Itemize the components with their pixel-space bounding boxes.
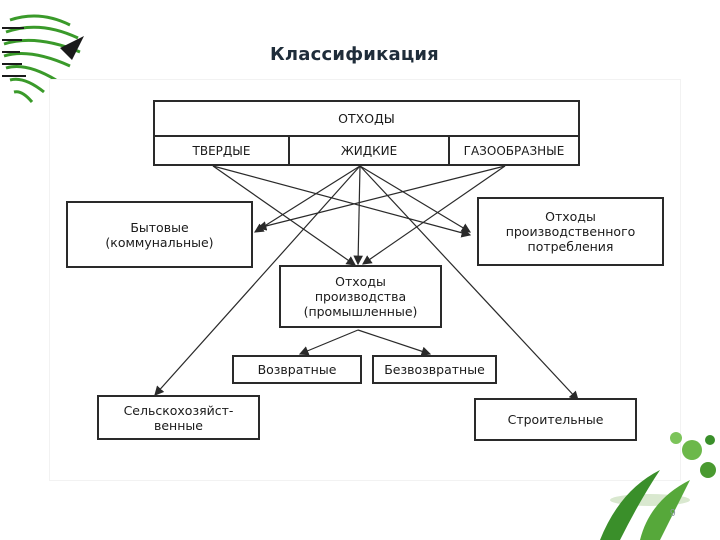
state-solid: ТВЕРДЫЕ xyxy=(192,143,251,158)
page-number: 9 xyxy=(670,508,676,519)
state-gaseous: ГАЗООБРАЗНЫЕ xyxy=(448,137,578,164)
nonreturnable-waste-box: Безвозвратные xyxy=(372,355,497,384)
waste-root-box: ОТХОДЫ ТВЕРДЫЕ ЖИДКИЕ ГАЗООБРАЗНЫЕ xyxy=(153,100,580,166)
state-liquid: ЖИДКИЕ xyxy=(288,137,448,164)
slide-title: Классификация xyxy=(270,44,439,65)
returnable-waste-box: Возвратные xyxy=(232,355,362,384)
agricultural-waste-box: Сельскохозяйст- венные xyxy=(97,395,260,440)
states-row: ТВЕРДЫЕ ЖИДКИЕ ГАЗООБРАЗНЫЕ xyxy=(155,137,578,164)
consumption-waste-box: Отходы производственного потребления xyxy=(477,197,664,266)
construction-waste-box: Строительные xyxy=(474,398,637,441)
logo-swirl-icon xyxy=(0,0,92,120)
root-label: ОТХОДЫ xyxy=(155,102,578,137)
household-waste-box: Бытовые (коммунальные) xyxy=(66,201,253,268)
plant-decoration-icon xyxy=(600,432,716,540)
industrial-waste-box: Отходы производства (промышленные) xyxy=(279,265,442,328)
